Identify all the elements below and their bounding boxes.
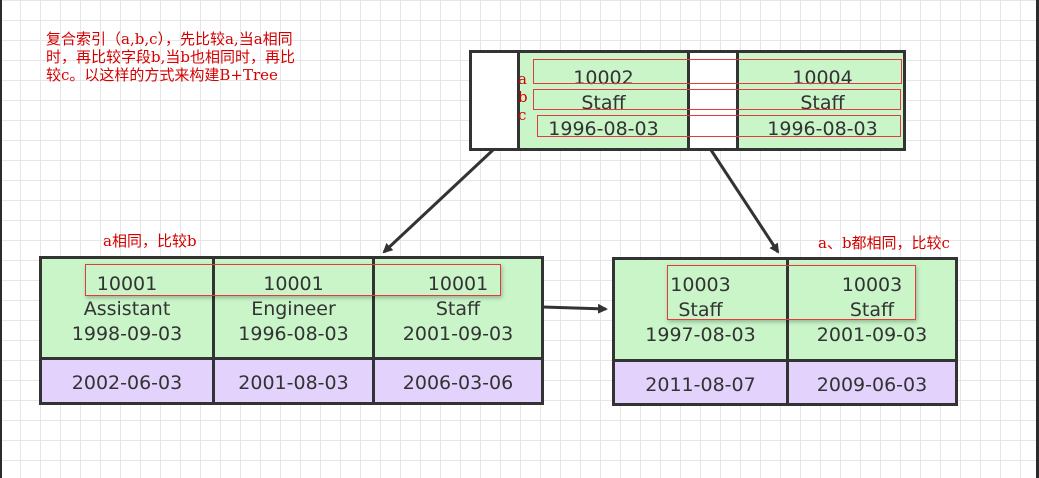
left-entry-1-b: Assistant (83, 298, 171, 320)
left-entry-3-b: Staff (435, 298, 481, 320)
right-entry-1-b: Staff (678, 299, 723, 321)
left-entry-1-c: 1998-09-03 (71, 323, 183, 345)
left-leaf-note: a相同，比较b (103, 232, 197, 250)
left-entry-2-c: 1996-08-03 (238, 323, 349, 345)
right-leaf-highlight-ab (667, 265, 916, 320)
frame-right-border (1036, 0, 1039, 478)
root-label-b: b (518, 88, 528, 106)
root-divider-1 (517, 53, 520, 148)
left-entry-2-a: 10001 (263, 273, 324, 295)
right-entry-1: 10003 Staff 1997-08-03 (615, 260, 786, 359)
left-entry-1-a: 10001 (96, 273, 158, 295)
left-entry-1: 10001 Assistant 1998-09-03 (42, 259, 212, 357)
root-divider-3 (736, 53, 739, 148)
left-entry-3-c: 2001-09-03 (402, 323, 514, 345)
left-leaf-highlight-a (85, 264, 501, 296)
composite-index-note: 复合索引（a,b,c），先比较a,当a相同 时，再比较字段b,当b也相同时，再比… (46, 30, 295, 84)
left-leaf-row-divider (42, 357, 541, 360)
right-entry-1-a: 10003 (670, 274, 731, 296)
right-leaf-note: a、b都相同，比较c (818, 234, 950, 252)
right-leaf-divider-1 (786, 260, 789, 403)
right-leaf-node: 10003 Staff 1997-08-03 10003 Staff 2001-… (612, 257, 958, 406)
right-entry-2-value: 2009-06-03 (816, 374, 928, 396)
right-entry-2-c: 2001-09-03 (816, 324, 928, 346)
right-entry-1-c: 1997-08-03 (645, 324, 756, 346)
left-entry-1-value: 2002-06-03 (71, 372, 183, 394)
root-divider-2 (687, 53, 690, 148)
left-entry-3-a: 10001 (427, 273, 489, 295)
right-entry-2-b: Staff (849, 299, 895, 321)
frame-left-border (0, 0, 2, 478)
left-entry-3: 10001 Staff 2001-09-03 (375, 259, 541, 357)
root-node: 10002 Staff 1996-08-03 10004 Staff 1996-… (469, 50, 906, 151)
root-key-2-c: 1996-08-03 (767, 118, 878, 140)
left-entry-2-value: 2001-08-03 (238, 372, 349, 394)
left-leaf-divider-1 (212, 259, 215, 402)
left-leaf-node: 10001 Assistant 1998-09-03 10001 Enginee… (39, 256, 544, 405)
root-pointer-cell-2 (690, 53, 736, 148)
left-entry-2: 10001 Engineer 1996-08-03 (215, 259, 372, 357)
right-leaf-value-row (615, 362, 955, 403)
root-key-2-b: Staff (800, 92, 845, 114)
left-leaf-divider-2 (372, 259, 375, 402)
root-highlight-c (537, 115, 901, 137)
root-key-1-c: 1996-08-03 (548, 118, 659, 140)
left-entry-3-value: 2006-03-06 (402, 372, 514, 394)
arrow-root-to-right-leaf (709, 149, 780, 254)
root-pointer-cell-1 (472, 53, 517, 148)
right-entry-1-value: 2011-08-07 (645, 374, 756, 396)
root-label-a: a (518, 70, 527, 88)
left-entry-2-b: Engineer (251, 298, 336, 320)
root-highlight-b (533, 89, 901, 110)
left-leaf-value-row (42, 359, 541, 402)
arrow-root-to-left-leaf (382, 148, 495, 254)
arrow-leaf-link (542, 303, 608, 314)
root-label-c: c (518, 106, 527, 124)
right-leaf-row-divider (615, 359, 955, 362)
root-key-1-b: Staff (581, 92, 626, 114)
root-highlight-a (533, 59, 902, 84)
right-entry-2-a: 10003 (841, 274, 903, 296)
right-entry-2: 10003 Staff 2001-09-03 (789, 260, 955, 359)
